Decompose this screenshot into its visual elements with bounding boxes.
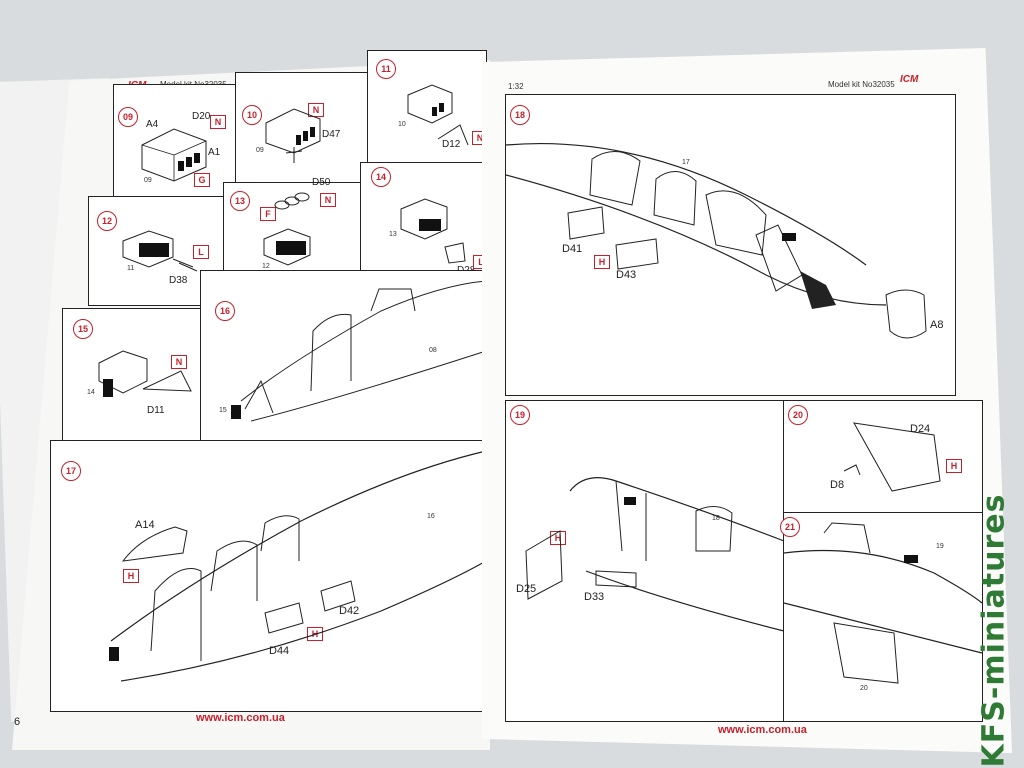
part-label: D42 bbox=[339, 605, 360, 617]
subassembly-ref: 09 bbox=[256, 147, 264, 154]
panel-drawing bbox=[843, 422, 941, 492]
part-label: A8 bbox=[930, 319, 944, 331]
engine-drawing bbox=[407, 84, 469, 146]
step-number: 17 bbox=[61, 461, 81, 481]
paint-tag: H bbox=[123, 569, 139, 583]
step-number: 19 bbox=[510, 405, 530, 425]
engine-drawing bbox=[400, 198, 466, 264]
icm-logo-right: ICM bbox=[900, 74, 919, 85]
part-label: D41 bbox=[562, 243, 583, 255]
subassembly-ref: 13 bbox=[389, 231, 397, 238]
part-label: D33 bbox=[584, 591, 605, 603]
step-number: 10 bbox=[242, 105, 262, 125]
step-21-panel: 21 19 20 bbox=[780, 512, 983, 722]
paint-tag: N bbox=[210, 115, 226, 129]
step-19-panel: 19 D25 D33 H 18 bbox=[505, 400, 785, 722]
step-number: 21 bbox=[780, 517, 800, 537]
engine-drawing bbox=[98, 350, 192, 397]
part-label: A1 bbox=[208, 147, 221, 158]
step-20-panel: 20 D24 D8 H bbox=[783, 400, 983, 514]
subassembly-ref: 20 bbox=[860, 685, 868, 692]
engine-drawing bbox=[122, 230, 198, 272]
part-label: D38 bbox=[169, 275, 188, 286]
paint-tag: L bbox=[193, 245, 209, 259]
part-label: D43 bbox=[616, 269, 637, 281]
step-number: 12 bbox=[97, 211, 117, 231]
paint-tag: G bbox=[194, 173, 210, 187]
fuselage-drawing bbox=[525, 477, 785, 632]
watermark: KFS-miniatures bbox=[974, 493, 1014, 767]
paint-tag: N bbox=[308, 103, 324, 117]
step-number: 14 bbox=[371, 167, 391, 187]
step-number: 15 bbox=[73, 319, 93, 339]
paint-tag: H bbox=[594, 255, 610, 269]
part-label: D20 bbox=[192, 111, 211, 122]
paint-tag: N bbox=[171, 355, 187, 369]
step-number: 18 bbox=[510, 105, 530, 125]
step-16-panel: 16 15 08 bbox=[200, 270, 487, 442]
scale-label: 1:32 bbox=[508, 82, 524, 91]
fuselage-drawing bbox=[783, 522, 983, 684]
paint-tag: H bbox=[946, 459, 962, 473]
part-label: D25 bbox=[516, 583, 537, 595]
step-number: 13 bbox=[230, 191, 250, 211]
part-label: D8 bbox=[830, 479, 845, 491]
engine-drawing bbox=[141, 128, 207, 182]
engine-drawing bbox=[263, 192, 311, 266]
step-number: 09 bbox=[118, 107, 138, 127]
step-15-panel: 15 D11 N 14 bbox=[62, 308, 210, 450]
right-page-header: Model kit No32035 bbox=[828, 80, 895, 89]
watermark-text: KFS-miniatures bbox=[976, 493, 1012, 767]
subassembly-ref: 12 bbox=[262, 263, 270, 270]
paint-tag: N bbox=[320, 193, 336, 207]
part-label: D44 bbox=[269, 645, 290, 657]
part-label: A14 bbox=[135, 519, 155, 531]
part-label: D12 bbox=[442, 139, 461, 150]
step-number: 16 bbox=[215, 301, 235, 321]
left-page-number: 6 bbox=[14, 716, 21, 728]
subassembly-ref: 14 bbox=[87, 389, 95, 396]
step-11-panel: 11 D12 N 10 bbox=[367, 50, 488, 164]
step-number: 20 bbox=[788, 405, 808, 425]
step-14-panel: 14 D28 L 13 bbox=[360, 162, 489, 276]
subassembly-ref: 18 bbox=[712, 515, 720, 522]
step-18-panel: 18 D41 D43 A8 H 17 bbox=[505, 94, 956, 396]
paint-tag: F bbox=[260, 207, 276, 221]
step-17-panel: 17 A14 D42 D44 H H 16 bbox=[50, 440, 487, 712]
fuselage-drawing bbox=[109, 450, 487, 682]
subassembly-ref: 17 bbox=[682, 159, 690, 166]
subassembly-ref: 16 bbox=[427, 513, 435, 520]
right-page-url: www.icm.com.ua bbox=[718, 724, 807, 736]
step-10-panel: 10 D47 N 09 bbox=[235, 72, 369, 184]
engine-drawing bbox=[265, 108, 321, 163]
part-label: D47 bbox=[322, 129, 341, 140]
subassembly-ref: 10 bbox=[398, 121, 406, 128]
subassembly-ref: 09 bbox=[144, 177, 152, 184]
part-label: A4 bbox=[146, 119, 159, 130]
part-label: D11 bbox=[147, 405, 165, 416]
fuselage-drawing bbox=[505, 142, 927, 339]
fuselage-drawing bbox=[231, 280, 487, 422]
step-09-panel: 09 A4 D20 A1 N G 09 bbox=[113, 84, 237, 206]
part-label: D50 bbox=[312, 177, 331, 188]
subassembly-ref: 08 bbox=[429, 347, 437, 354]
subassembly-ref: 15 bbox=[219, 407, 227, 414]
left-page-url: www.icm.com.ua bbox=[196, 712, 285, 724]
subassembly-ref: 11 bbox=[127, 265, 135, 272]
subassembly-ref: 19 bbox=[936, 543, 944, 550]
step-number: 11 bbox=[376, 59, 396, 79]
